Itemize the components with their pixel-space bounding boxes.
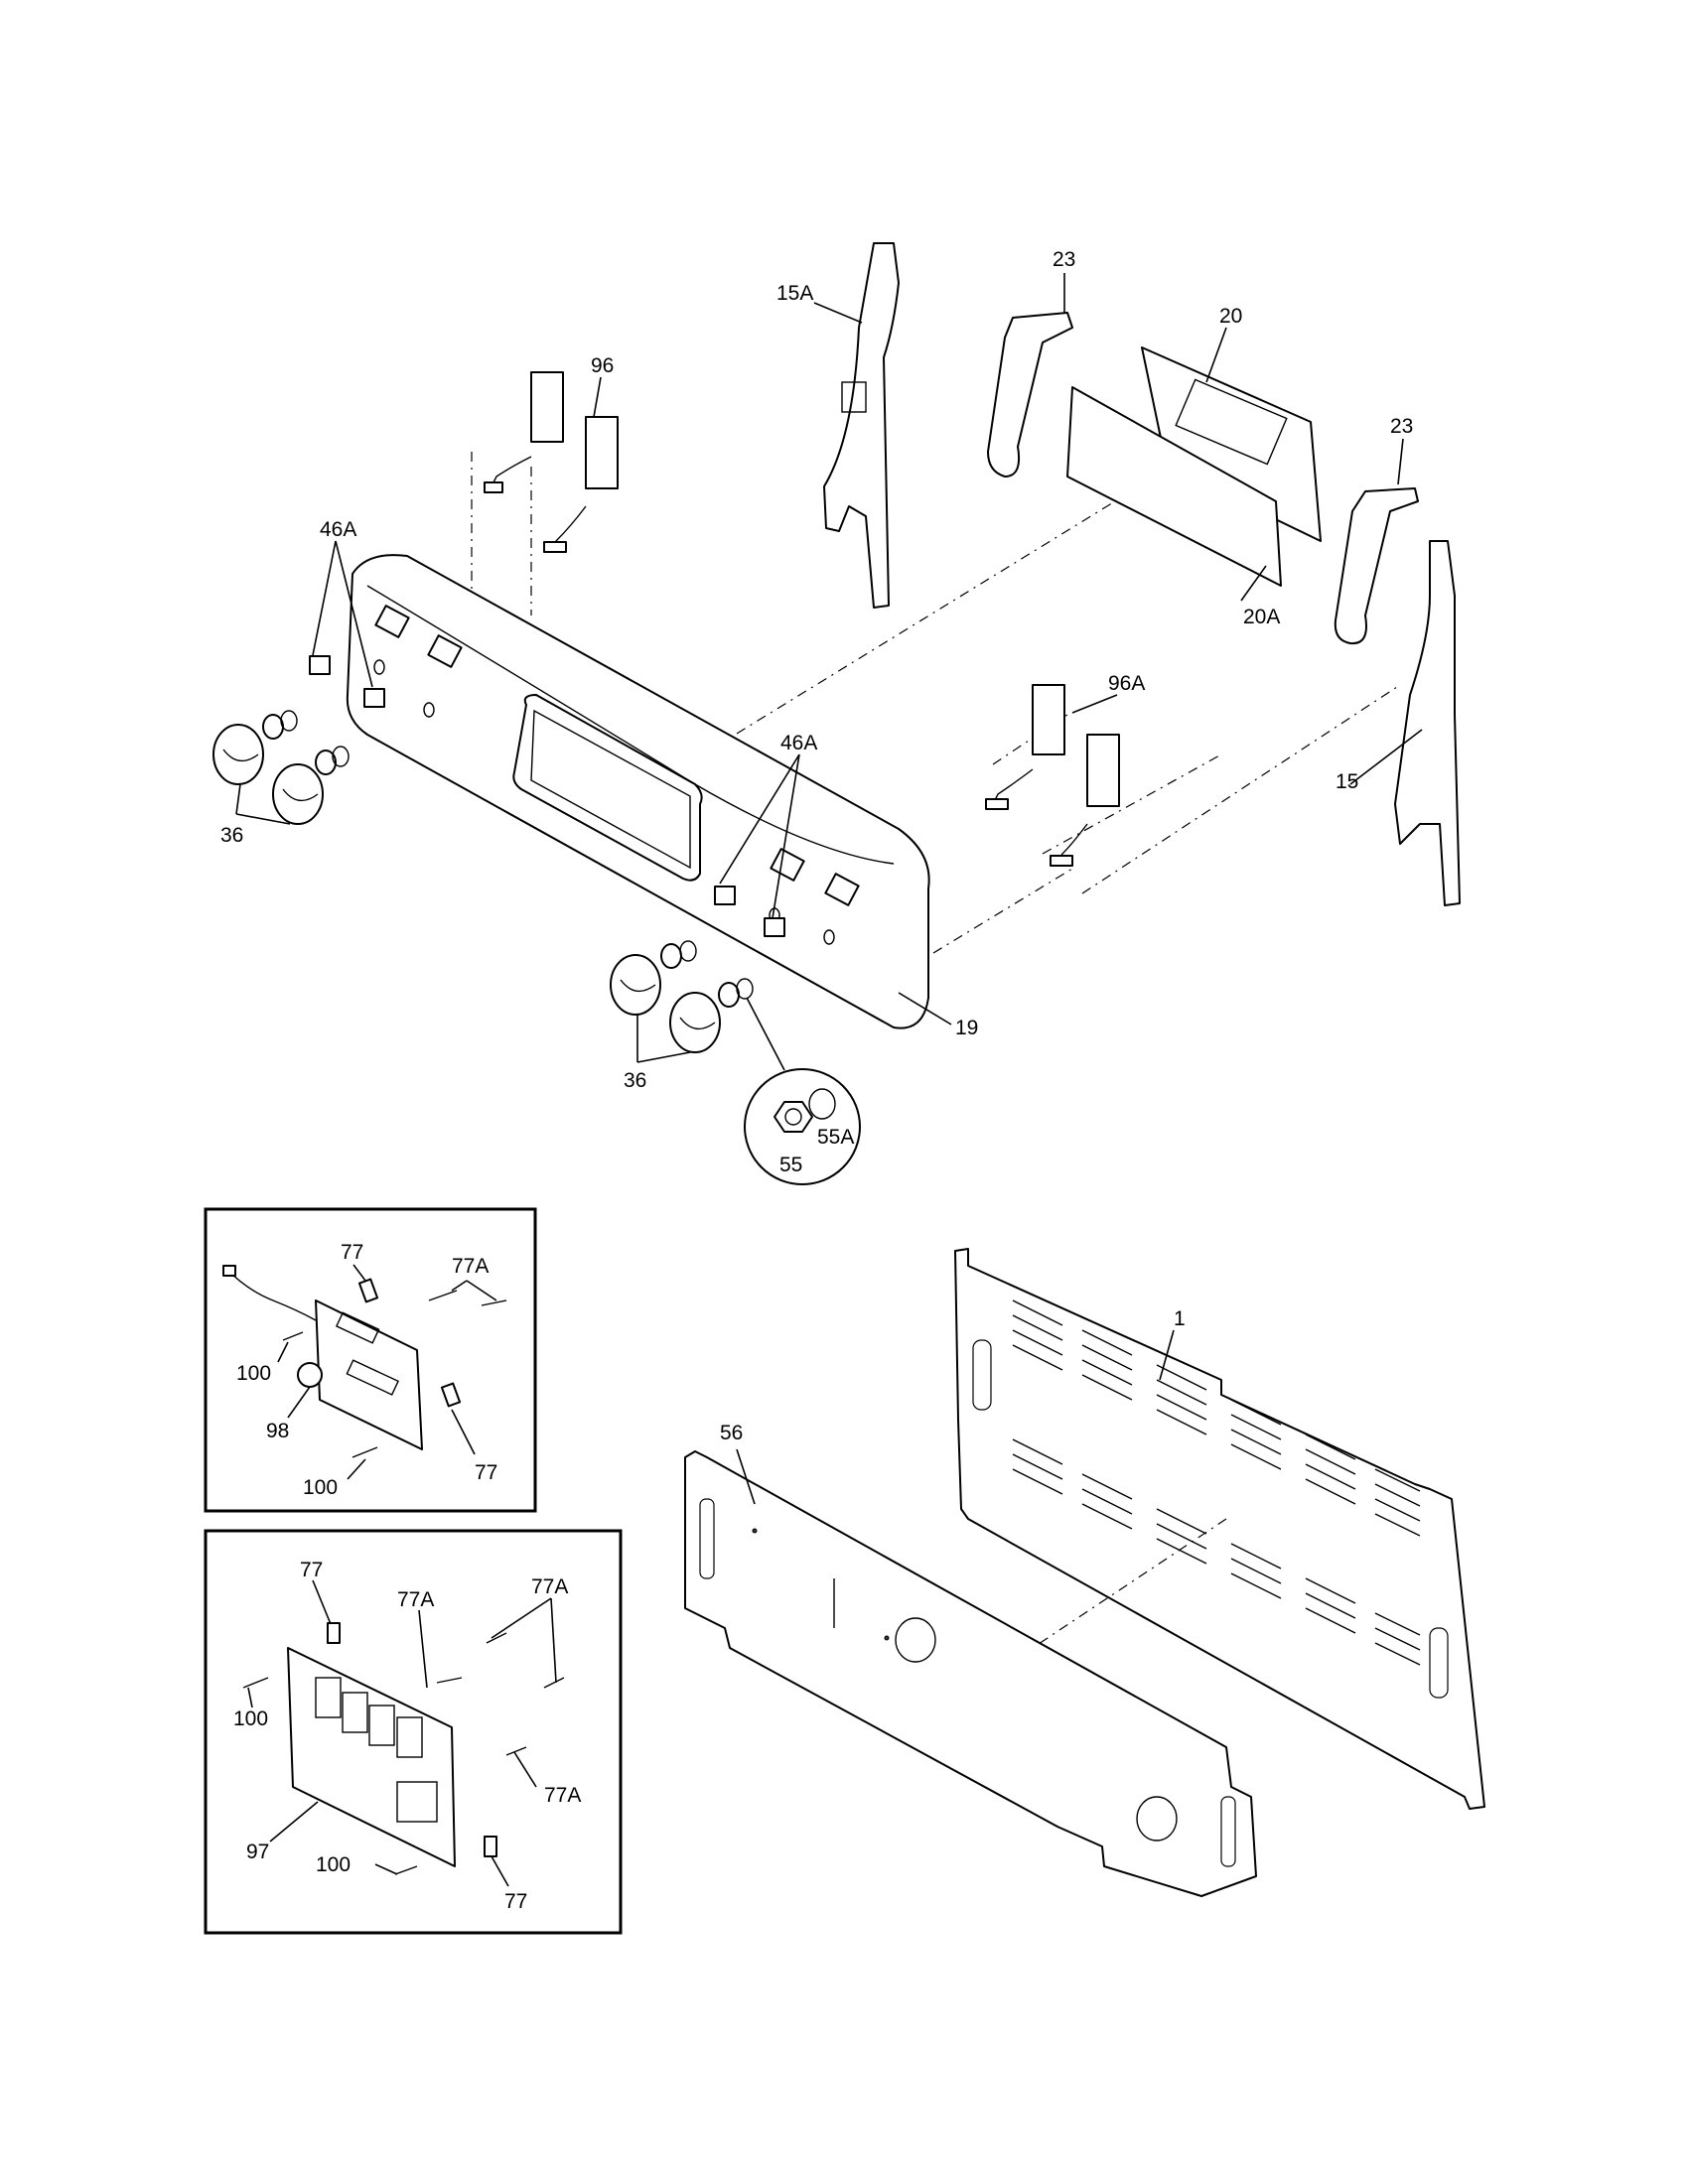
callout-55: 55 xyxy=(779,1154,802,1176)
callout-labels: 15A 23 20 96 23 46A 20A 96A 46A 15 36 19… xyxy=(220,248,1413,1913)
callout-15: 15 xyxy=(1336,770,1358,793)
clips xyxy=(309,655,785,937)
inset-board-97 xyxy=(204,1529,623,1935)
callout-77: 77 xyxy=(475,1461,497,1484)
callout-77: 77 xyxy=(300,1559,323,1581)
back-panel-1 xyxy=(954,1248,1485,1810)
callout-36: 36 xyxy=(624,1069,646,1092)
bracket-15A xyxy=(823,242,900,609)
callout-55A: 55A xyxy=(817,1126,854,1149)
callout-100: 100 xyxy=(236,1362,271,1385)
callout-20A: 20A xyxy=(1243,606,1280,628)
callout-100: 100 xyxy=(303,1476,338,1499)
leader-lines xyxy=(235,273,1423,1887)
trim-23-right xyxy=(1334,487,1419,645)
control-board-20 xyxy=(1066,346,1322,587)
callout-77: 77 xyxy=(504,1890,527,1913)
callout-46A: 46A xyxy=(780,732,817,754)
inset-board-98 xyxy=(204,1207,537,1513)
callout-19: 19 xyxy=(955,1017,978,1039)
nut-washer-detail xyxy=(744,997,861,1185)
callout-77A: 77A xyxy=(544,1784,581,1807)
panel-alignment-line xyxy=(1032,1518,1227,1649)
trim-23-left xyxy=(987,312,1073,478)
lower-panel-56 xyxy=(684,1450,1257,1897)
callout-15A: 15A xyxy=(776,282,813,305)
callout-100: 100 xyxy=(316,1853,351,1876)
callout-77A: 77A xyxy=(397,1588,434,1611)
callout-98: 98 xyxy=(266,1420,289,1442)
callout-46A: 46A xyxy=(320,518,356,541)
callout-56: 56 xyxy=(720,1422,743,1444)
callout-97: 97 xyxy=(246,1841,269,1863)
callout-20: 20 xyxy=(1219,305,1242,328)
vent-slots xyxy=(1012,1299,1421,1666)
callout-36: 36 xyxy=(220,824,243,847)
knobs-left xyxy=(212,710,350,825)
callout-23: 23 xyxy=(1053,248,1075,271)
callout-96A: 96A xyxy=(1108,672,1145,695)
switches-96 xyxy=(484,371,619,553)
callout-77: 77 xyxy=(341,1241,363,1264)
callout-77A: 77A xyxy=(452,1255,489,1278)
control-panel xyxy=(346,554,930,1029)
switches-96A xyxy=(985,684,1120,867)
callout-1: 1 xyxy=(1174,1307,1186,1330)
callout-77A: 77A xyxy=(531,1575,568,1598)
knobs-right xyxy=(610,940,754,1053)
callout-96: 96 xyxy=(591,354,614,377)
callout-100: 100 xyxy=(233,1707,268,1730)
callout-23: 23 xyxy=(1390,415,1413,438)
bracket-15 xyxy=(1394,540,1461,906)
